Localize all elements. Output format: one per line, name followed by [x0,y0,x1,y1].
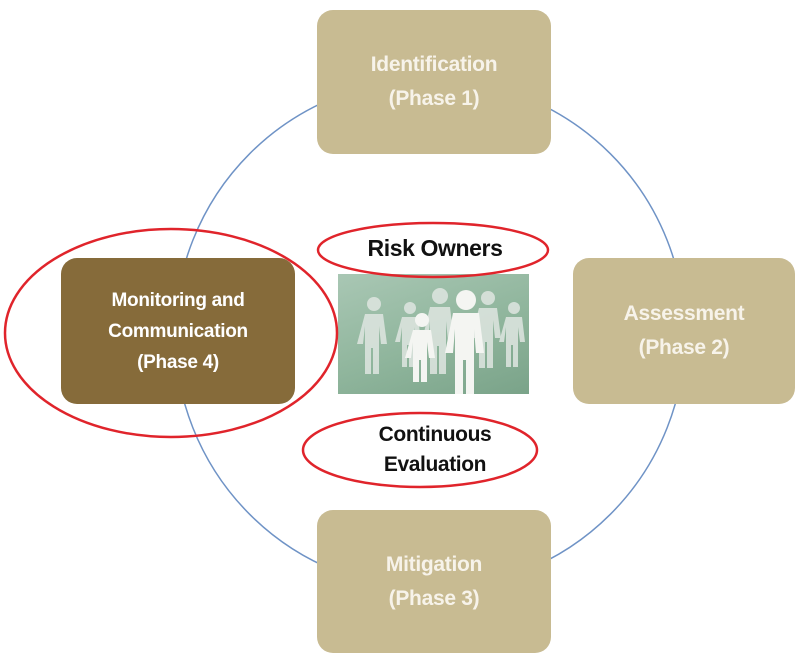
paper-people-illustration [357,288,525,394]
paper-people-image [338,274,529,394]
phase-4-subtitle: (Phase 4) [137,351,219,373]
continuous-evaluation-line-2: Evaluation [383,453,487,476]
phase-4-title-line-1: Monitoring and [111,289,245,311]
continuous-evaluation-line-1: Continuous [378,423,492,446]
phase-mitigation-box: Mitigation (Phase 3) [317,510,551,653]
phase-monitoring-box: Monitoring and Communication (Phase 4) [61,258,295,404]
phase-identification-box: Identification (Phase 1) [317,10,551,154]
phase-4-title-line-2: Communication [108,320,248,342]
phase-3-subtitle: (Phase 3) [388,586,480,610]
phase-2-title: Assessment [623,302,745,325]
continuous-evaluation-label: Continuous Evaluation [330,420,540,480]
phase-1-title: Identification [370,53,498,76]
phase-2-subtitle: (Phase 2) [638,336,730,359]
phase-1-subtitle: (Phase 1) [388,87,480,110]
phase-3-title: Mitigation [385,552,483,576]
phase-assessment-box: Assessment (Phase 2) [573,258,795,404]
risk-owners-label: Risk Owners [367,235,503,261]
